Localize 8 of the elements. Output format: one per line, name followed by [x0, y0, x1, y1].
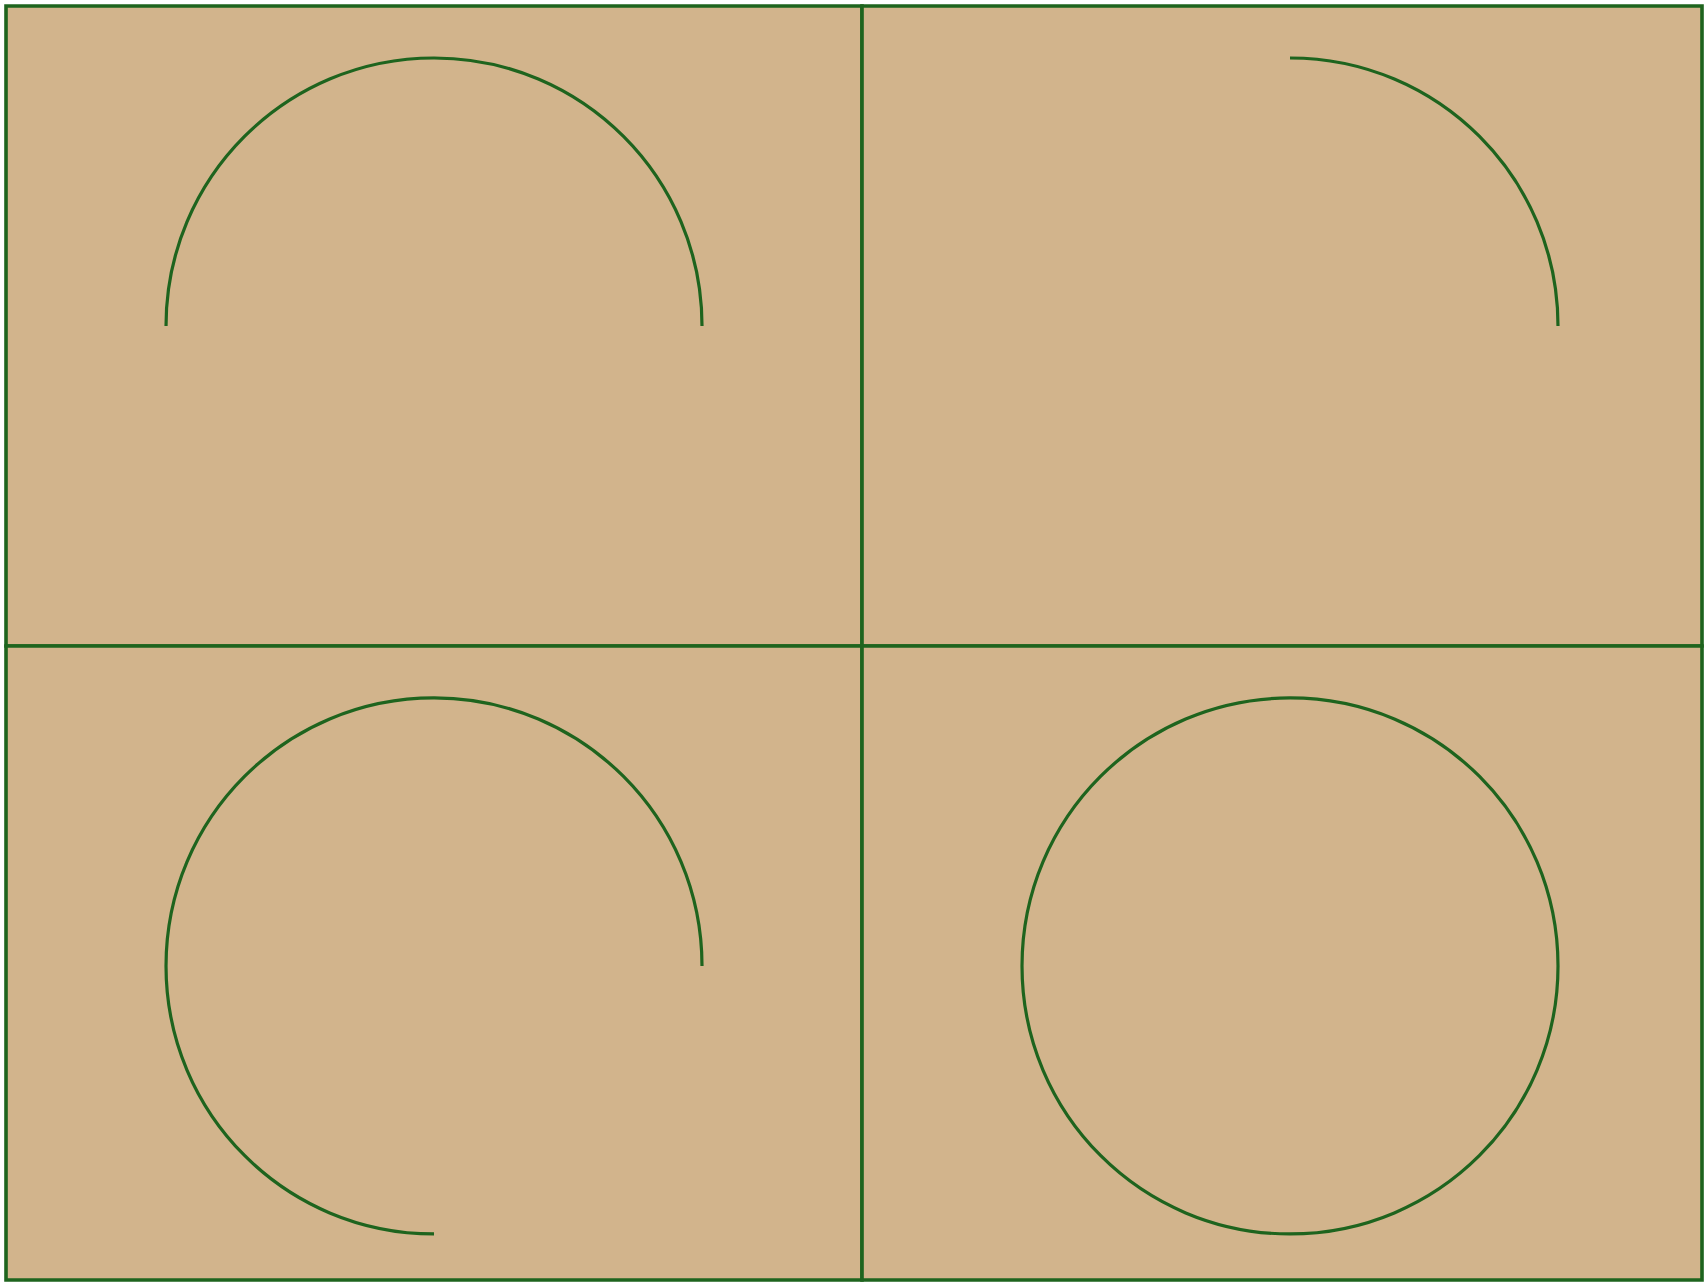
circle [1020, 696, 1560, 1236]
panel [4, 644, 864, 1282]
arc [164, 696, 704, 1236]
panel [860, 644, 1704, 1282]
panel [4, 4, 864, 648]
arc [164, 56, 704, 327]
arc [1289, 56, 1560, 327]
panel [860, 4, 1704, 648]
